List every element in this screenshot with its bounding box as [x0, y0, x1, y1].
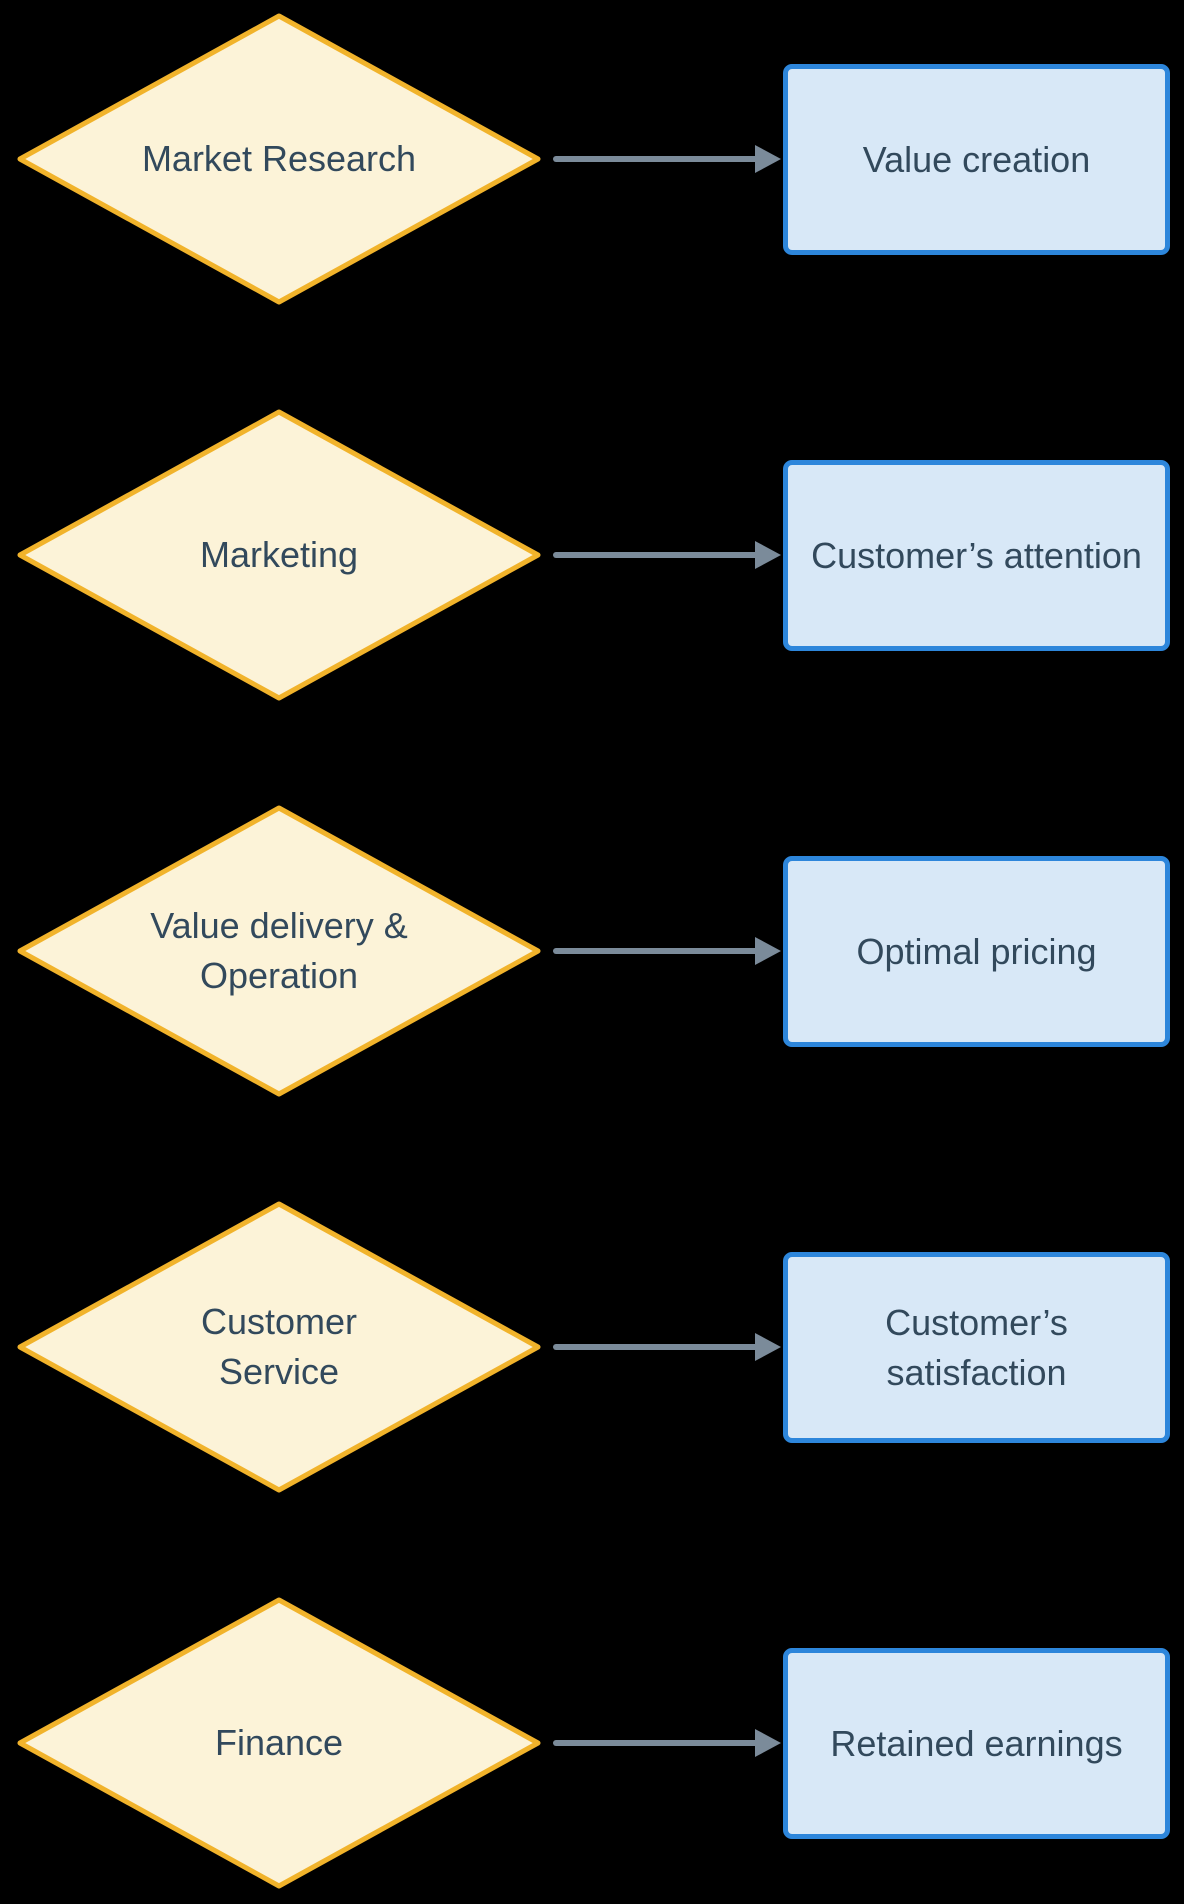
- result-box-label: Customer’s attention: [811, 534, 1142, 576]
- arrow-head-icon: [755, 937, 781, 965]
- arrow-line: [553, 1344, 759, 1350]
- arrow-head-icon: [755, 145, 781, 173]
- result-box-label: Customer’s satisfaction: [885, 1301, 1068, 1393]
- diamond-node-marketing: Marketing: [17, 409, 541, 701]
- arrow-line: [553, 156, 759, 162]
- diamond-shape: [17, 1201, 541, 1493]
- arrow-head-icon: [755, 1333, 781, 1361]
- arrow-head-icon: [755, 541, 781, 569]
- flow-row-customer-service: Customer Service Customer’s satisfaction: [0, 1201, 1184, 1493]
- arrow-line: [553, 1740, 759, 1746]
- diamond-shape: [17, 409, 541, 701]
- result-box-label: Retained earnings: [830, 1722, 1123, 1764]
- result-box-label: Optimal pricing: [856, 930, 1097, 972]
- arrow-line: [553, 552, 759, 558]
- result-box: Retained earnings: [783, 1648, 1170, 1839]
- diamond-label: Finance: [214, 1722, 344, 1763]
- result-box: Customer’s attention: [783, 460, 1170, 651]
- flow-row-finance: Finance Retained earnings: [0, 1597, 1184, 1889]
- result-box: Customer’s satisfaction: [783, 1252, 1170, 1443]
- diamond-shape: [17, 1597, 541, 1889]
- diamond-label: Value delivery & Operation: [150, 905, 408, 996]
- diamond-shape: [17, 13, 541, 305]
- diamond-node-finance: Finance: [17, 1597, 541, 1889]
- result-box-label: Value creation: [862, 138, 1091, 180]
- arrow-head-icon: [755, 1729, 781, 1757]
- diamond-node-market-research: Market Research: [17, 13, 541, 305]
- result-box: Optimal pricing: [783, 856, 1170, 1047]
- arrow-line: [553, 948, 759, 954]
- result-box: Value creation: [783, 64, 1170, 255]
- flow-row-market-research: Market Research Value creation: [0, 13, 1184, 305]
- diamond-label: Market Research: [141, 138, 417, 179]
- diamond-label: Customer Service: [200, 1301, 358, 1392]
- diamond-node-customer-service: Customer Service: [17, 1201, 541, 1493]
- flow-row-marketing: Marketing Customer’s attention: [0, 409, 1184, 701]
- flow-row-value-delivery-operation: Value delivery & Operation Optimal prici…: [0, 805, 1184, 1097]
- diamond-label: Marketing: [199, 534, 359, 575]
- diamond-shape: [17, 805, 541, 1097]
- diamond-node-value-delivery-operation: Value delivery & Operation: [17, 805, 541, 1097]
